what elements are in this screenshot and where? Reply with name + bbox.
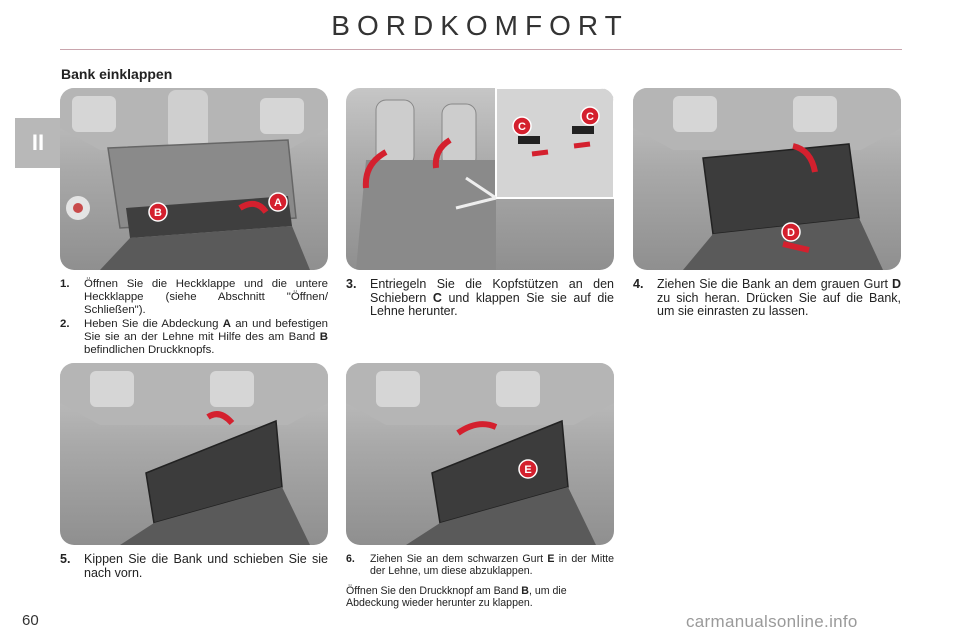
arrow-push [792,143,818,173]
badge-e: E [518,459,538,479]
arrow-fold-left [362,149,388,189]
arrow-fold-right [432,137,452,169]
arrow-tilt [206,411,235,426]
badge-c-2: C [580,106,600,126]
arrow-slide-1 [531,149,549,157]
step-text: Entriegeln Sie die Kopfstützen an den Sc… [370,277,614,318]
step-text: Heben Sie die Abdeckung A an und befesti… [84,318,328,356]
step-number: 5. [60,552,71,566]
trunk-floor [100,226,310,270]
detail-inset [495,88,614,199]
step-text: Öffnen Sie die Heckklappe und die untere… [84,278,328,316]
headrest-center [168,90,208,150]
svg-text:E: E [524,464,531,476]
badge-b: B [148,202,168,222]
step-number: 3. [346,277,357,291]
step-number: 4. [633,277,644,291]
step-1: 1. Öffnen Sie die Heckklappe und die unt… [60,278,328,317]
step-number: 1. [60,278,70,290]
step-text: Ziehen Sie die Bank an dem grauen Gurt D… [657,277,901,318]
chapter-tab: II [15,118,61,168]
svg-text:D: D [787,227,795,239]
step-text: Ziehen Sie an dem schwarzen Gurt E in de… [370,553,615,577]
step-3: 3. Entriegeln Sie die Kopfstützen an den… [346,277,614,319]
headrest-left [72,96,116,132]
svg-text:C: C [518,121,526,133]
svg-text:A: A [274,197,282,209]
svg-text:B: B [154,207,162,219]
arrow-slide-2 [573,141,591,149]
arrow-lift [238,200,269,214]
watermark: carmanualsonline.info [686,612,858,631]
step-5: 5. Kippen Sie die Bank und schieben Sie … [60,552,328,580]
illustration-step-5 [60,363,328,545]
headrest-right [441,103,477,169]
illustration-step-3: C C [346,88,614,270]
step-4: 4. Ziehen Sie die Bank an dem grauen Gur… [633,277,901,319]
headrest-right [260,98,304,134]
seat-back [702,143,860,235]
badge-d: D [781,222,801,242]
arrow-pull [782,241,810,253]
arrow-fold [456,421,498,436]
step-number: 6. [346,553,355,565]
badge-a: A [268,192,288,212]
note-text: Öffnen Sie den Druckknopf am Band B, um … [346,585,567,609]
seat-back [356,160,496,270]
badge-c-1: C [512,116,532,136]
illustration-step-1-2: B A [60,88,328,270]
page-number: 60 [22,612,39,629]
section-heading: Bank einklappen [61,66,173,82]
step-text: Kippen Sie die Bank und schieben Sie sie… [84,552,328,580]
header-divider [60,49,902,50]
step-2: 2. Heben Sie die Abdeckung A an und befe… [60,318,328,357]
illustration-step-4: D [633,88,901,270]
svg-text:C: C [586,111,594,123]
illustration-step-6: E [346,363,614,545]
step-number: 2. [60,318,70,330]
page-title: BORDKOMFORT [331,10,629,41]
step-6: 6. Ziehen Sie an dem schwarzen Gurt E in… [346,553,614,577]
